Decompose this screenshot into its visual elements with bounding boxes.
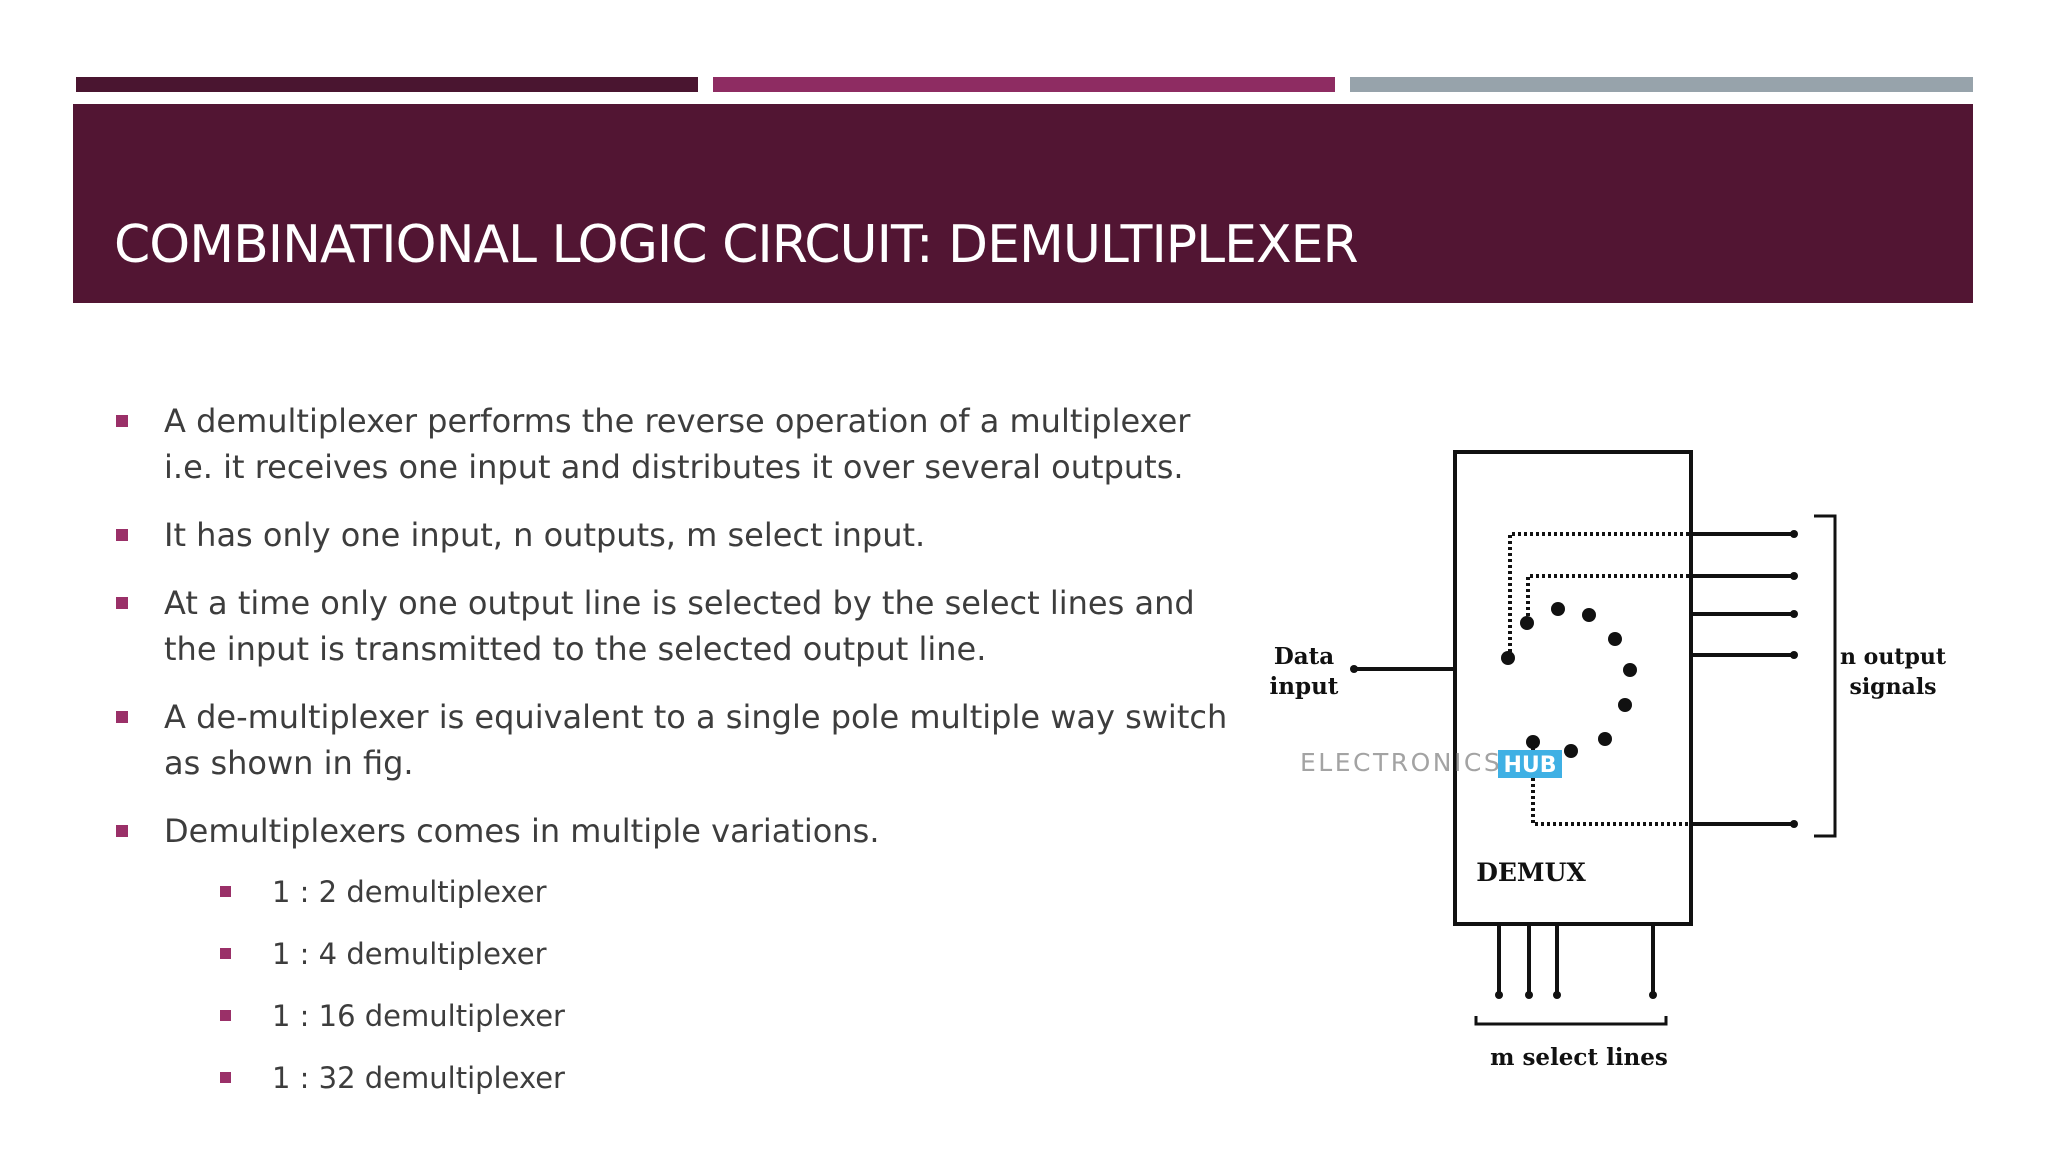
switch-contact-dot bbox=[1598, 732, 1612, 746]
bullet-square-icon bbox=[220, 886, 231, 897]
bullet-square-icon bbox=[220, 948, 231, 959]
switch-contacts bbox=[1501, 602, 1637, 758]
accent-bar-1 bbox=[76, 77, 698, 92]
output-terminal-dot bbox=[1790, 530, 1798, 538]
switch-contact-dot bbox=[1608, 632, 1622, 646]
switch-contact-dot bbox=[1551, 602, 1565, 616]
select-lines bbox=[1497, 924, 1655, 995]
bullet-item: It has only one input, n outputs, m sele… bbox=[112, 512, 1242, 558]
sub-bullet-item: 1 : 4 demultiplexer bbox=[164, 934, 1242, 996]
output-terminal-dot bbox=[1790, 610, 1798, 618]
input-terminal-dot bbox=[1350, 665, 1358, 673]
sub-bullet-item: 1 : 32 demultiplexer bbox=[164, 1058, 1242, 1120]
switch-contact-dot bbox=[1623, 663, 1637, 677]
data-input-label-line1: Data bbox=[1274, 643, 1334, 670]
bullet-square-icon bbox=[116, 597, 128, 609]
output-lines bbox=[1691, 530, 1798, 828]
output-terminal-dot bbox=[1790, 651, 1798, 659]
demux-box-label: DEMUX bbox=[1476, 858, 1586, 887]
bullet-text: A de-multiplexer is equivalent to a sing… bbox=[164, 698, 1228, 782]
accent-bar-2 bbox=[713, 77, 1335, 92]
electronics-hub-watermark-logo: ELECTRONICS HUB bbox=[1300, 748, 1562, 778]
slide-content: A demultiplexer performs the reverse ope… bbox=[112, 398, 1242, 1142]
bullet-square-icon bbox=[116, 415, 128, 427]
bullet-item: A demultiplexer performs the reverse ope… bbox=[112, 398, 1242, 490]
sub-bullet-text: 1 : 2 demultiplexer bbox=[272, 875, 547, 909]
sub-bullet-list: 1 : 2 demultiplexer 1 : 4 demultiplexer … bbox=[164, 872, 1242, 1120]
bullet-square-icon bbox=[220, 1010, 231, 1021]
output-terminal-dot bbox=[1790, 820, 1798, 828]
switch-contact-dot bbox=[1520, 616, 1534, 630]
watermark-text: ELECTRONICS bbox=[1300, 748, 1502, 777]
accent-bar-3 bbox=[1350, 77, 1973, 92]
title-banner bbox=[73, 104, 1973, 303]
bullet-text: At a time only one output line is select… bbox=[164, 584, 1195, 668]
sub-bullet-item: 1 : 2 demultiplexer bbox=[164, 872, 1242, 934]
sub-bullet-text: 1 : 4 demultiplexer bbox=[272, 937, 547, 971]
bullet-square-icon bbox=[220, 1072, 231, 1083]
sub-bullet-text: 1 : 32 demultiplexer bbox=[272, 1061, 565, 1095]
bullet-text: It has only one input, n outputs, m sele… bbox=[164, 516, 926, 554]
slide-title: COMBINATIONAL LOGIC CIRCUIT: DEMULTIPLEX… bbox=[114, 215, 1359, 275]
bullet-item: A de-multiplexer is equivalent to a sing… bbox=[112, 694, 1242, 786]
switch-contact-dot bbox=[1582, 608, 1596, 622]
select-brace bbox=[1474, 1016, 1668, 1026]
bullet-square-icon bbox=[116, 529, 128, 541]
sub-bullet-item: 1 : 16 demultiplexer bbox=[164, 996, 1242, 1058]
data-input-label-line2: input bbox=[1270, 673, 1339, 700]
switch-contact-dot bbox=[1526, 735, 1540, 749]
bullet-square-icon bbox=[116, 711, 128, 723]
demux-diagram-svg: Data input n output signals DEMUX m sele… bbox=[1270, 450, 1947, 1071]
demux-diagram: Data input n output signals DEMUX m sele… bbox=[1260, 430, 1960, 1090]
sub-bullet-text: 1 : 16 demultiplexer bbox=[272, 999, 565, 1033]
output-signals-label-line1: n output bbox=[1840, 644, 1947, 670]
watermark-badge-text: HUB bbox=[1503, 753, 1556, 778]
bullet-text: A demultiplexer performs the reverse ope… bbox=[164, 402, 1191, 486]
watermark-badge bbox=[1498, 750, 1562, 778]
bullet-text: Demultiplexers comes in multiple variati… bbox=[164, 812, 880, 850]
select-lines-label: m select lines bbox=[1490, 1044, 1668, 1071]
bullet-square-icon bbox=[116, 825, 128, 837]
output-signals-label-line2: signals bbox=[1849, 674, 1936, 700]
select-terminal-dots bbox=[1495, 991, 1657, 999]
output-brace bbox=[1814, 514, 1837, 838]
demux-box bbox=[1453, 450, 1693, 926]
switch-contact-dot bbox=[1618, 698, 1632, 712]
bullet-item: Demultiplexers comes in multiple variati… bbox=[112, 808, 1242, 1120]
switch-dotted-paths bbox=[1508, 532, 1691, 826]
output-terminal-dot bbox=[1790, 572, 1798, 580]
switch-pole-dot bbox=[1501, 651, 1515, 665]
switch-contact-dot bbox=[1564, 744, 1578, 758]
bullet-item: At a time only one output line is select… bbox=[112, 580, 1242, 672]
bullet-list: A demultiplexer performs the reverse ope… bbox=[112, 398, 1242, 1120]
